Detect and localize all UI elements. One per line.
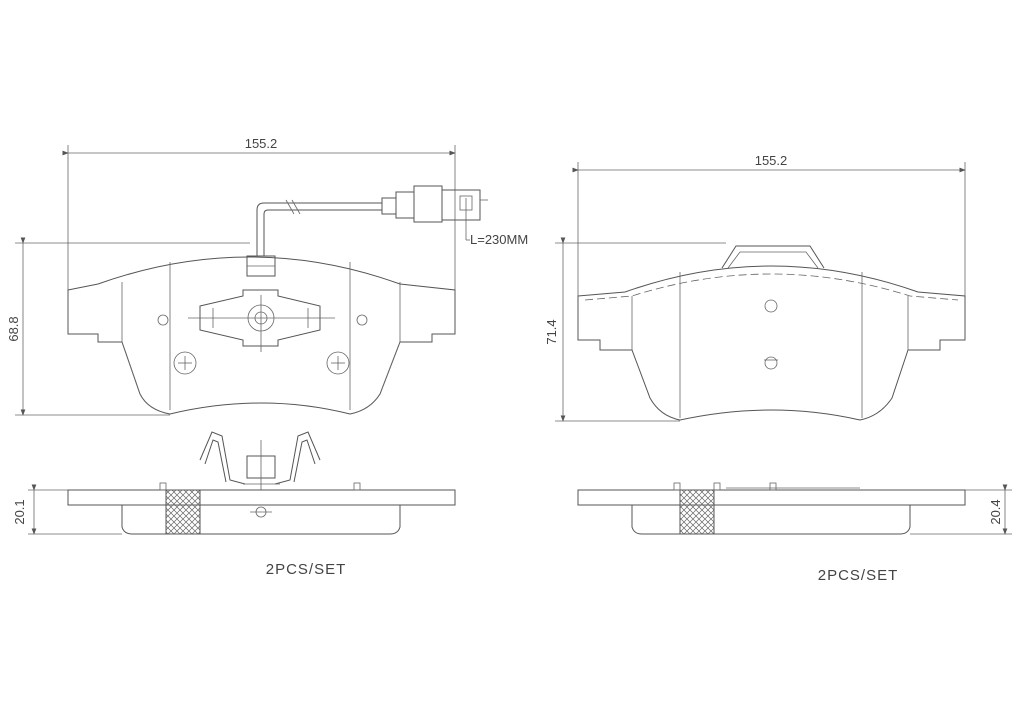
right-height-dimension: 71.4 xyxy=(544,319,559,344)
spring-clip xyxy=(199,431,321,490)
right-pad-side-view: 20.4 xyxy=(577,482,1012,535)
right-pad-front-view: 155.2 71.4 xyxy=(544,153,966,422)
left-thickness-dimension: 20.1 xyxy=(12,499,27,524)
left-width-dimension: 155.2 xyxy=(245,136,278,151)
right-quantity-label: 2PCS/SET xyxy=(818,567,899,584)
right-thickness-dimension: 20.4 xyxy=(988,499,1003,524)
wire-length-label: L=230MM xyxy=(470,232,528,247)
left-pad-side-view: 20.1 xyxy=(12,482,456,535)
right-width-dimension: 155.2 xyxy=(755,153,788,168)
left-quantity-label: 2PCS/SET xyxy=(266,561,347,578)
left-pad-front-view: 155.2 68.8 xyxy=(6,136,528,416)
left-height-dimension: 68.8 xyxy=(6,316,21,341)
